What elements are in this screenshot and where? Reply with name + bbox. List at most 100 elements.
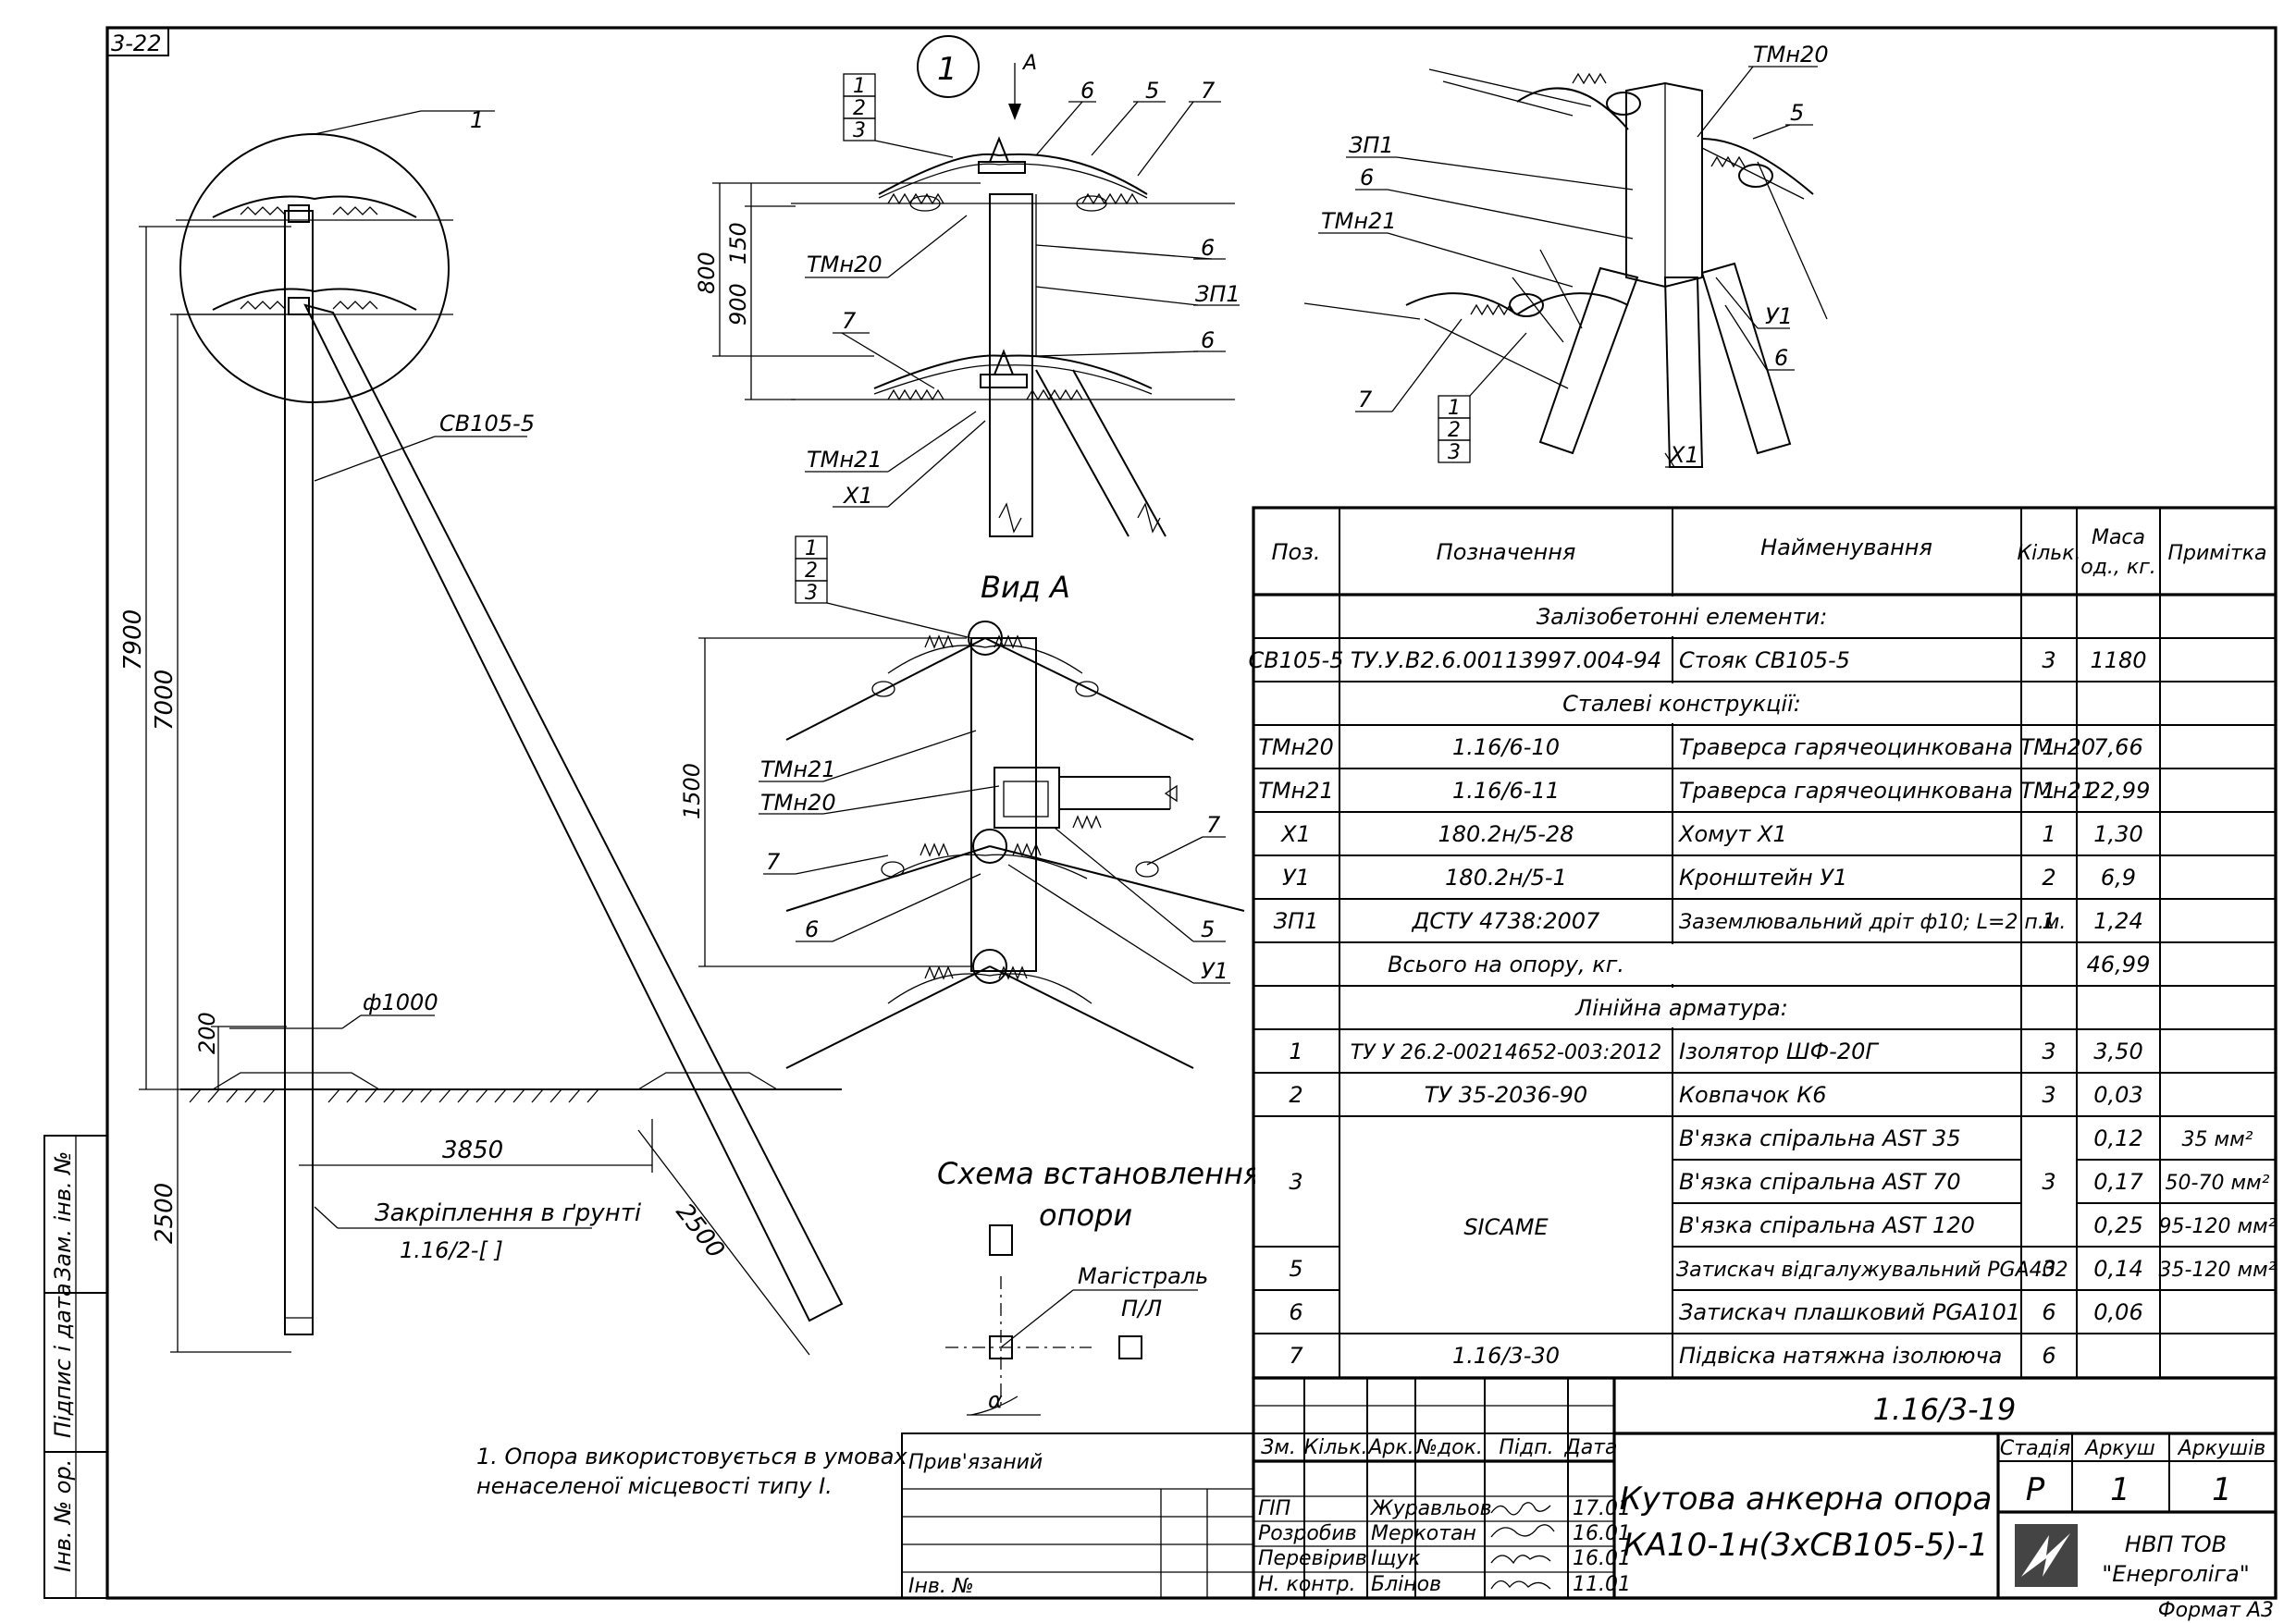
tb-sheet: 1 xyxy=(2110,1471,2130,1508)
main-callout: 1 xyxy=(470,107,484,133)
cell-qty: 3 xyxy=(2042,1256,2055,1282)
tb-sheet-h: Аркуш xyxy=(2083,1437,2154,1460)
table-row: У1 180.2н/5-1 Кронштейн У1 2 6,9 xyxy=(1282,865,2136,891)
cell-pos: Х1 xyxy=(1279,821,1311,847)
signature-2 xyxy=(1490,1524,1555,1538)
iso-label-6b: 6 xyxy=(1774,345,1788,371)
scheme-title-2: опори xyxy=(1039,1198,1132,1233)
cell-name: Траверса гарячеоцинкована ТМн20 xyxy=(1679,734,2095,760)
iso-label-5: 5 xyxy=(1790,100,1804,126)
table-row: СВ105-5 ТУ.У.В2.6.00113997.004-94 Стояк … xyxy=(1249,647,2147,673)
main-pole-view: 1 СВ105-5 7900 7000 2500 xyxy=(119,107,844,1356)
stack-item-3: 3 xyxy=(853,119,866,142)
detail-number-circle xyxy=(917,35,980,98)
cell-qty: 3 xyxy=(2042,647,2055,673)
tb-name: Журавльов xyxy=(1369,1497,1492,1520)
table-row: 5 Затискач відгалужувальний PGA402 3 0,1… xyxy=(1289,1256,2276,1282)
dim-200: 200 xyxy=(194,1012,220,1054)
tb-sheets-h: Аркушів xyxy=(2177,1437,2266,1460)
iso-label-x1: Х1 xyxy=(1668,442,1699,468)
va-stack-1: 1 xyxy=(805,537,818,560)
scheme-pl: П/Л xyxy=(1121,1296,1162,1322)
cell-name: Кронштейн У1 xyxy=(1679,865,1847,891)
tb-role: Перевірив xyxy=(1258,1547,1367,1570)
signature-4 xyxy=(1490,1580,1551,1590)
detail-1-view: 1 А 1 2 3 xyxy=(694,35,1241,537)
cell-des: 180.2н/5-28 xyxy=(1438,821,1574,847)
cell-name: В'язка спіральна AST 70 xyxy=(1679,1169,1961,1195)
view-a: Вид А 1 2 3 xyxy=(679,535,1245,1069)
iso-stack-1: 1 xyxy=(1448,397,1461,420)
th-designation: Позначення xyxy=(1437,539,1576,565)
cell-mass: 1,24 xyxy=(2093,908,2142,934)
fix-title: Закріплення в ґрунті xyxy=(375,1199,642,1227)
tb-role: Розробив xyxy=(1258,1522,1357,1545)
cell-pos: ТМн21 xyxy=(1258,778,1334,804)
cell-des: ТУ.У.В2.6.00113997.004-94 xyxy=(1351,647,1661,673)
cell-des: 1.16/6-11 xyxy=(1452,778,1560,804)
th-mass-1: Маса xyxy=(2092,526,2145,549)
title-block: 1.16/3-19 Зм. Кільк. Арк. №док. Підп. Да… xyxy=(901,1376,2277,1600)
th-pos: Поз. xyxy=(1271,539,1320,565)
tb-person-date: 16.01 xyxy=(1573,1547,1631,1570)
inclined-strut xyxy=(303,303,844,1322)
cell-des: ДСТУ 4738:2007 xyxy=(1412,908,1600,934)
cell-qty: 6 xyxy=(2042,1299,2055,1325)
tb-name: Блінов xyxy=(1371,1573,1441,1596)
stack-item-2: 2 xyxy=(853,97,866,120)
cell-pos: ТМн20 xyxy=(1258,734,1334,760)
cell-pos: 7 xyxy=(1289,1343,1303,1369)
d1-label-5: 5 xyxy=(1145,78,1159,104)
cell-name: Стояк СВ105-5 xyxy=(1679,647,1850,673)
cell-pos: У1 xyxy=(1282,865,1310,891)
cell-mass: 6,9 xyxy=(2101,865,2136,891)
tb-zm: Зм. xyxy=(1261,1436,1296,1459)
d1-label-x1: Х1 xyxy=(842,483,873,509)
cell-name: Ізолятор ШФ-20Г xyxy=(1679,1039,1879,1064)
th-note: Примітка xyxy=(2167,542,2266,565)
d1-label-6c: 6 xyxy=(1201,327,1215,353)
sec-fit: Лінійна арматура: xyxy=(1574,995,1788,1021)
cell-pos: 5 xyxy=(1289,1256,1302,1282)
dim-phi1000: ф1000 xyxy=(363,990,438,1015)
cell-qty: 1 xyxy=(2042,734,2055,760)
tb-role: ГІП xyxy=(1258,1497,1290,1520)
table-row: 6 Затискач плашковий PGA101 6 0,06 xyxy=(1289,1299,2142,1325)
strip-inv-orig: Інв. № ор. xyxy=(50,1459,76,1572)
d1-label-6b: 6 xyxy=(1201,235,1215,261)
d1-label-7b: 7 xyxy=(842,308,857,334)
iso-label-7: 7 xyxy=(1358,387,1373,412)
cell-name: Затискач відгалужувальний PGA402 xyxy=(1676,1259,2068,1282)
cell-pos: СВ105-5 xyxy=(1249,647,1344,673)
dim-3850: 3850 xyxy=(442,1137,503,1164)
view-a-title: Вид А xyxy=(981,570,1070,605)
cell-name: Траверса гарячеоцинкована ТМн21 xyxy=(1679,778,2095,804)
tb-person: Розробив Меркотан 16.01 xyxy=(1258,1522,1631,1545)
tb-person-date: 16.01 xyxy=(1573,1522,1631,1545)
cell-qty: 2 xyxy=(2042,865,2055,891)
cell-name: Затискач плашковий PGA101 xyxy=(1679,1299,2020,1325)
iso-label-tmn20: ТМн20 xyxy=(1753,42,1829,68)
iso-view: ТМн20 5 ЗП1 6 ТМн21 У1 6 7 Х1 1 2 3 xyxy=(1303,42,1829,468)
vertical-pole xyxy=(284,210,314,1335)
doc-code: 1.16/3-19 xyxy=(1873,1392,2017,1427)
sicame-label: SICAME xyxy=(1463,1214,1549,1240)
cell-mass: 7,66 xyxy=(2093,734,2142,760)
cell-mass: 0,25 xyxy=(2093,1212,2142,1238)
iso-stack-3: 3 xyxy=(1448,441,1461,464)
cell-qty: 6 xyxy=(2042,1343,2055,1369)
th-mass-2: од., кг. xyxy=(2080,556,2156,579)
table-row: 2 ТУ 35-2036-90 Ковпачок К6 3 0,03 xyxy=(1289,1082,2142,1108)
sheet-code: 3-22 xyxy=(111,31,161,56)
tb-company-2: "Енерголіга" xyxy=(2102,1561,2250,1587)
tb-stage: Р xyxy=(2026,1471,2045,1508)
tb-date: Дата xyxy=(1564,1436,1618,1459)
tb-kilk: Кільк. xyxy=(1303,1436,1367,1459)
fix-ref: 1.16/2-[ ] xyxy=(400,1237,503,1263)
dim-7900: 7900 xyxy=(119,609,147,670)
va-stack-3: 3 xyxy=(805,582,818,605)
cell-mass: 3,50 xyxy=(2093,1039,2142,1064)
note-line-1: 1. Опора використовується в умовах xyxy=(476,1444,908,1469)
table-row: ЗП1 ДСТУ 4738:2007 Заземлювальний дріт ф… xyxy=(1274,908,2143,934)
